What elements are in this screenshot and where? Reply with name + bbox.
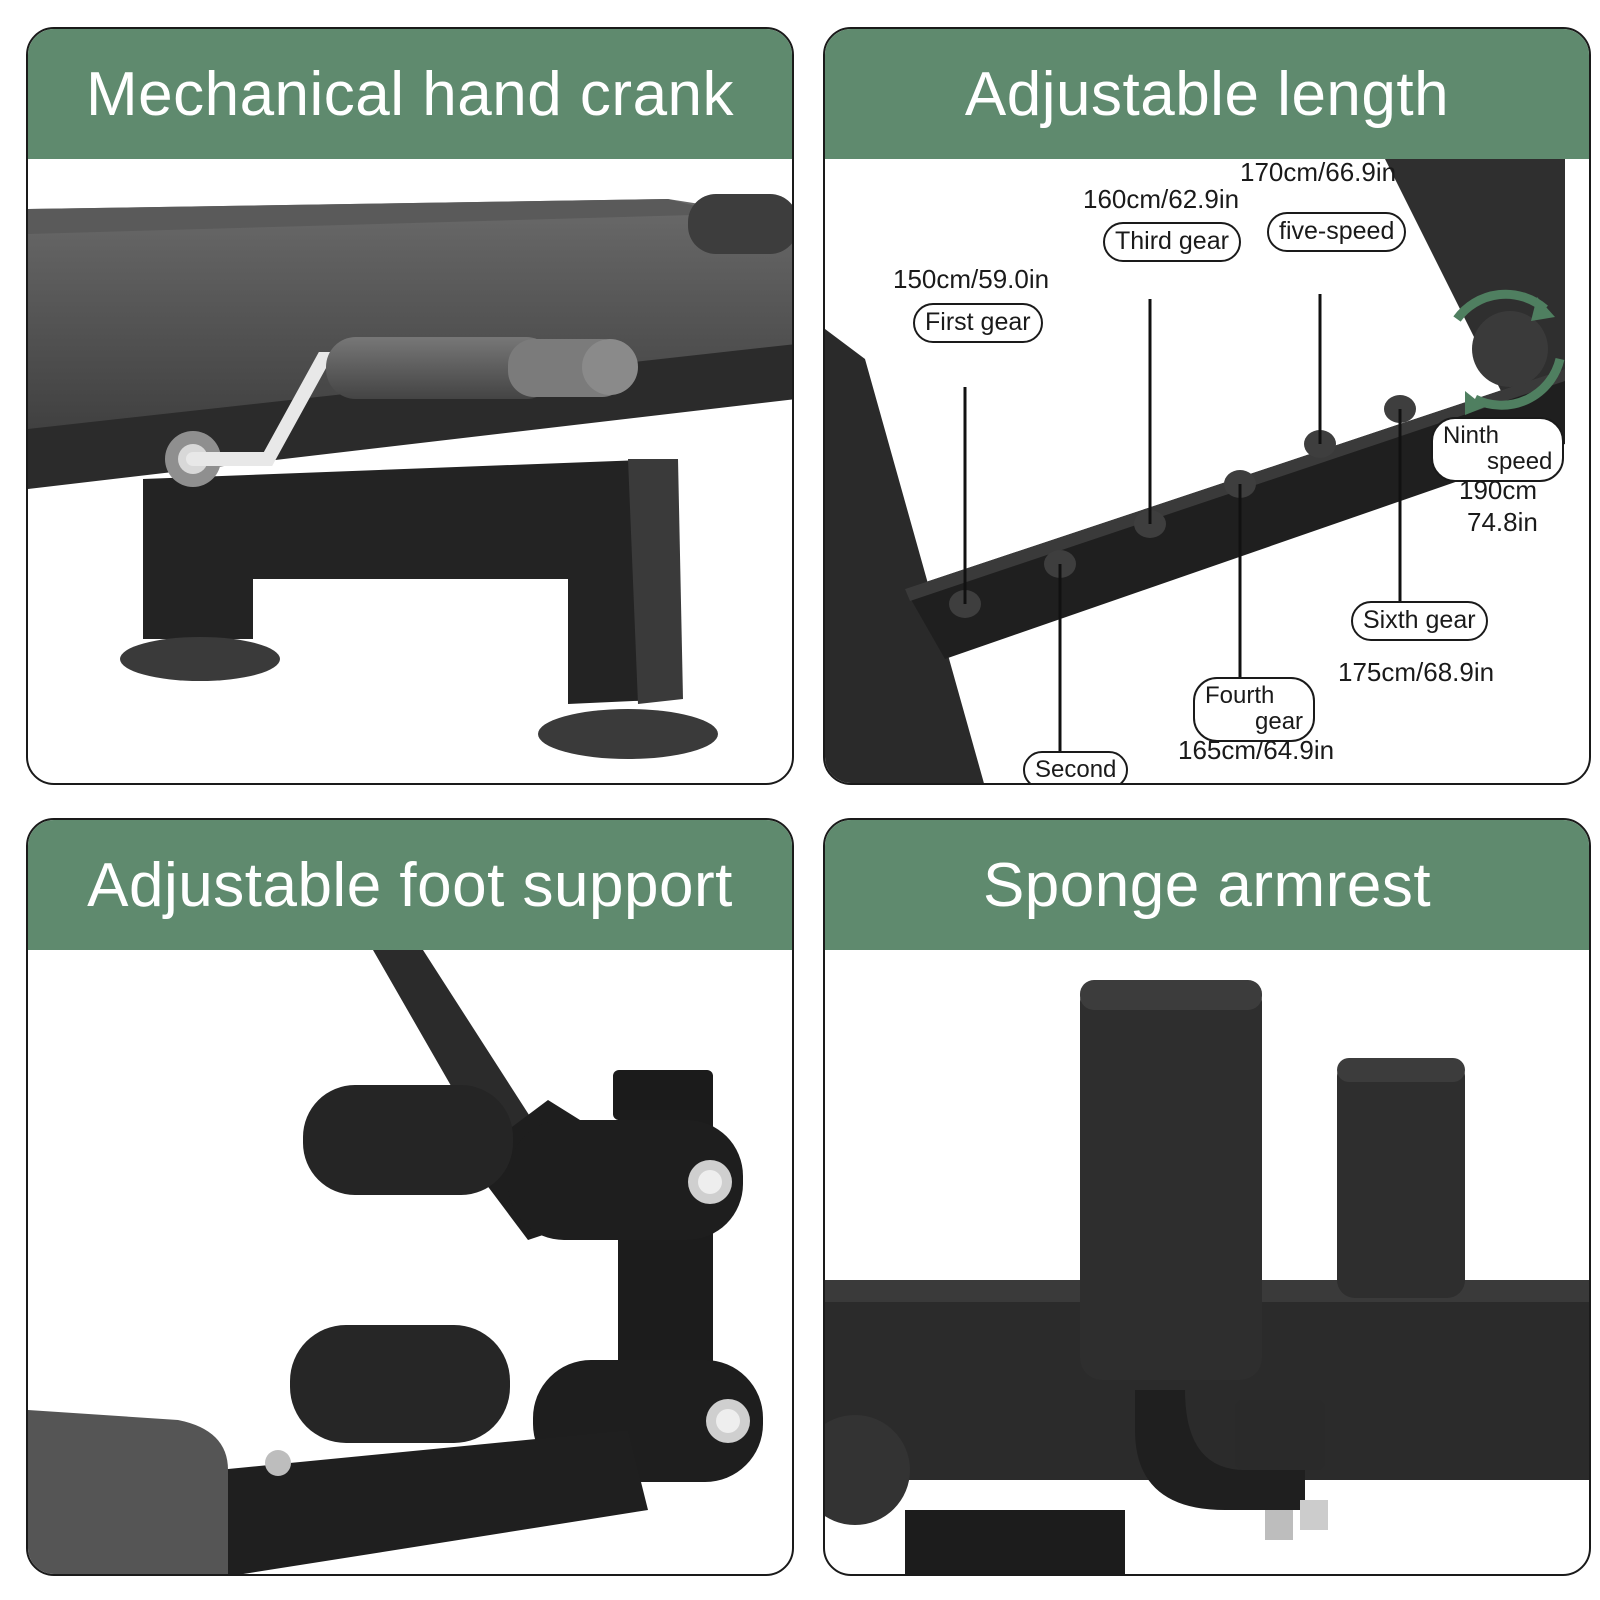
first-gear-size: 150cm/59.0in <box>893 264 1050 294</box>
fourth-gear-line2: gear <box>1255 708 1304 736</box>
sixth-gear-label: Sixth gear <box>1351 601 1488 641</box>
length-illustration <box>825 159 1565 783</box>
five-speed-label: five-speed <box>1267 212 1407 252</box>
panel-header: Mechanical hand crank <box>28 29 792 159</box>
ninth-speed-size-in: 74.8in <box>1467 507 1538 537</box>
panel-foot-support: Adjustable foot support <box>26 818 794 1576</box>
fourth-gear-line1: Fourth <box>1205 682 1275 709</box>
second-gear-label: Second <box>1023 751 1129 783</box>
third-gear-label: Third gear <box>1103 222 1241 262</box>
panel-header: Adjustable length <box>825 29 1589 159</box>
ninth-speed-size-cm: 190cm <box>1459 475 1538 505</box>
panel-hand-crank: Mechanical hand crank <box>26 27 794 785</box>
first-gear-label: First gear <box>913 303 1043 343</box>
panel-header: Sponge armrest <box>825 820 1589 950</box>
fourth-gear-size: 165cm/64.9in <box>1178 735 1335 765</box>
ninth-speed-line1: Ninth <box>1443 422 1500 449</box>
five-speed-size: 170cm/66.9in <box>1240 157 1397 187</box>
panel-adjustable-length: Adjustable length <box>823 27 1591 785</box>
ninth-speed-line2: speed <box>1487 448 1553 476</box>
panel-header: Adjustable foot support <box>28 820 792 950</box>
third-gear-size: 160cm/62.9in <box>1083 184 1240 214</box>
foot-support-illustration <box>28 950 763 1574</box>
panel-title: Adjustable length <box>964 59 1450 129</box>
fourth-gear-label: Fourth gear <box>1193 677 1316 742</box>
panel-title: Mechanical hand crank <box>85 59 735 129</box>
sixth-gear-size: 175cm/68.9in <box>1338 657 1495 687</box>
panel-title: Sponge armrest <box>982 850 1432 920</box>
panel-title: Adjustable foot support <box>87 850 733 920</box>
sponge-armrest-illustration <box>825 980 1589 1574</box>
ninth-speed-label: Ninth speed <box>1431 417 1565 482</box>
panel-sponge-armrest: Sponge armrest <box>823 818 1591 1576</box>
hand-crank-illustration <box>28 194 792 759</box>
rotate-arrows-icon <box>1453 289 1565 415</box>
